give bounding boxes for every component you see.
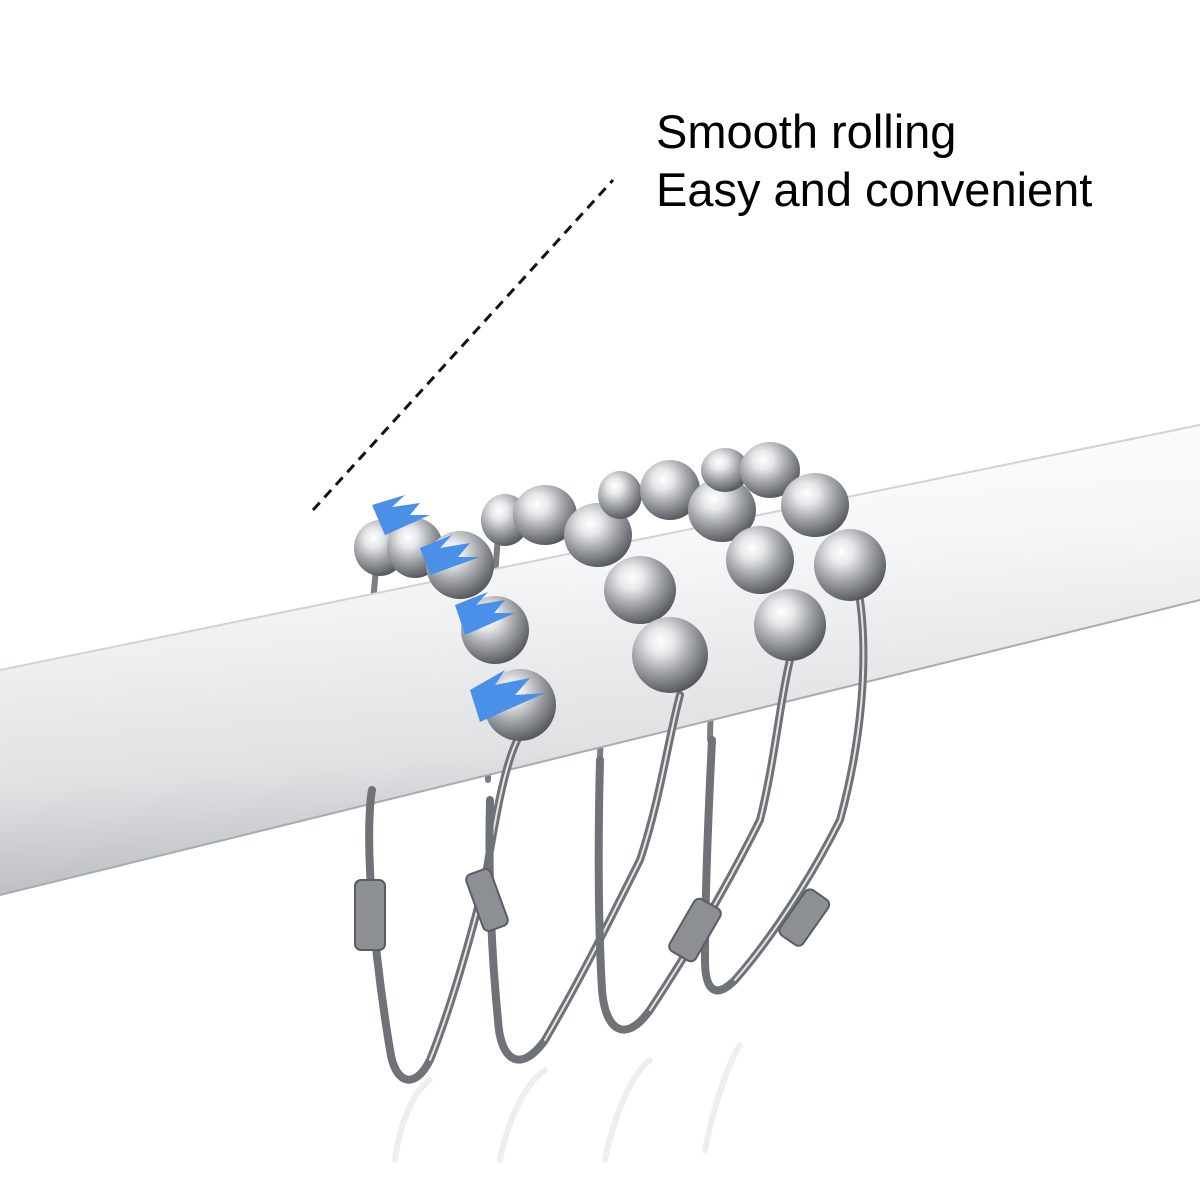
caption-line-2: Easy and convenient — [656, 163, 1093, 216]
caption-line-1: Smooth rolling — [656, 105, 957, 158]
hook-front-wires — [354, 596, 868, 1084]
leader-line — [311, 178, 615, 512]
feature-caption: Smooth rolling Easy and convenient — [656, 103, 1092, 219]
rotation-arrow-icon — [372, 495, 545, 722]
curtain-rod — [0, 425, 1200, 895]
reflection — [392, 1042, 743, 1163]
